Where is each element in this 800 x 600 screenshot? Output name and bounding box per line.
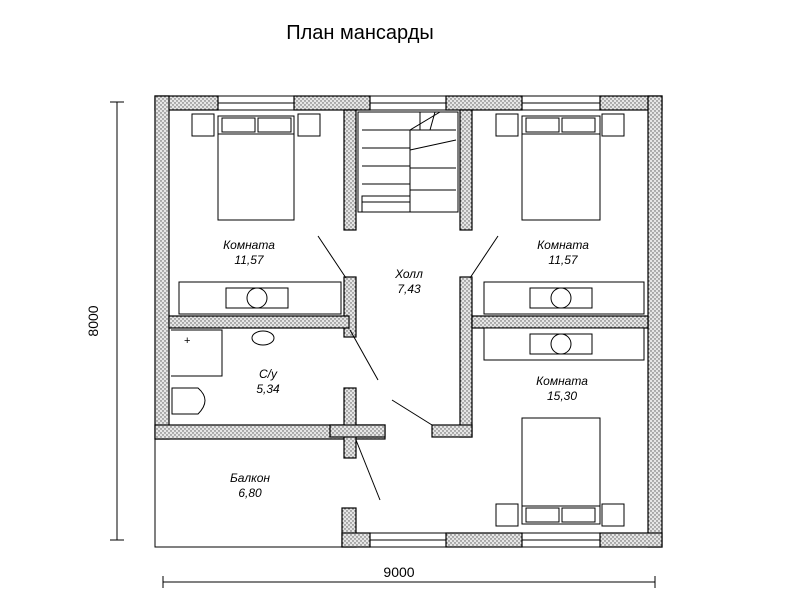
wall-cross: [329, 424, 386, 438]
hall-area: 7,43: [397, 282, 421, 296]
bathroom-fixtures: +: [171, 329, 275, 415]
room-left-area: 11,57: [234, 253, 264, 267]
wall-bottom-2: [599, 532, 663, 548]
dimension-width: 9000: [383, 564, 414, 580]
windows: [217, 95, 601, 548]
room-left-name: Комната: [223, 238, 275, 252]
wardrobes: [178, 281, 645, 361]
room-bottom-right-name: Комната: [536, 374, 588, 388]
wall-hall-right: [459, 276, 473, 438]
inner-walls: [168, 109, 649, 459]
room-right-name: Комната: [537, 238, 589, 252]
balcony-name: Балкон: [230, 471, 270, 485]
balcony-outline: [154, 439, 342, 548]
bathroom-area: 5,34: [256, 382, 280, 396]
wall-bottom-stub-2: [341, 532, 371, 548]
hall-name: Холл: [394, 267, 423, 281]
wall-top-2: [293, 95, 371, 111]
wall-stair-right: [459, 109, 473, 231]
bed-left: [217, 115, 295, 221]
bed-right: [521, 115, 601, 221]
balcony-area: 6,80: [238, 486, 262, 500]
room-right-area: 11,57: [548, 253, 578, 267]
wall-bottom-1: [445, 532, 523, 548]
wall-room3-top: [471, 315, 649, 329]
wall-bath-top: [168, 315, 350, 329]
svg-text:+: +: [184, 335, 190, 347]
dimension-lines: 9000 8000: [85, 101, 656, 588]
bathroom-name: С/у: [259, 367, 278, 381]
wall-right: [647, 95, 663, 548]
room-bottom-right-area: 15,30: [547, 389, 577, 403]
staircase: [357, 111, 459, 213]
wall-hall-bottom: [431, 424, 473, 438]
wall-top-3: [445, 95, 523, 111]
wall-bath-right: [343, 387, 357, 459]
plan-title: План мансарды: [286, 22, 434, 44]
dimension-height: 8000: [85, 305, 101, 336]
doors: [317, 235, 499, 501]
wall-left: [154, 95, 170, 440]
room-labels: Комната 11,57 Холл 7,43 Комната 11,57 С/…: [223, 238, 589, 500]
beds: [191, 113, 625, 527]
wall-stair-left: [343, 109, 357, 231]
